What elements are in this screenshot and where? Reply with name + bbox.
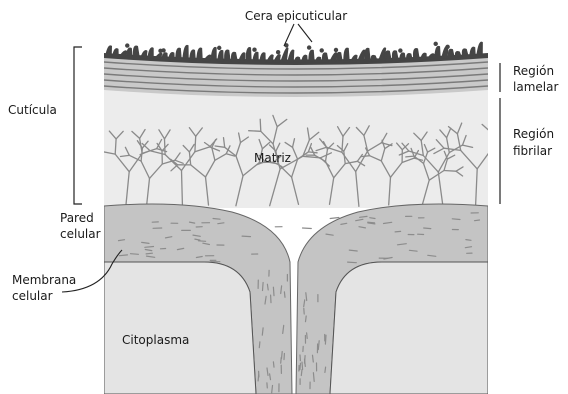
cytoplasm-left — [104, 262, 256, 394]
fibrillar-label-line2: fibrilar — [513, 144, 552, 158]
lamellar-label-line1: Región — [513, 64, 554, 78]
cytoplasm-right — [330, 262, 488, 394]
fibrillar-label-line1: Región — [513, 127, 554, 141]
cytoplasm-label: Citoplasma — [122, 333, 189, 347]
lamellar-label-line2: lamelar — [513, 80, 558, 94]
matrix-label: Matriz — [254, 151, 291, 165]
cuticle-bracket — [74, 47, 82, 204]
wall-label-line2: celular — [60, 227, 101, 241]
wax-label: Cera epicuticular — [245, 9, 347, 23]
matrix-background — [104, 88, 488, 208]
wall-label-line1: Pared — [60, 211, 94, 225]
membrane-label-line2: celular — [12, 289, 53, 303]
membrane-label-line1: Membrana — [12, 273, 76, 287]
epicuticular-wax — [104, 42, 488, 65]
wax-pointer — [284, 24, 312, 46]
cuticle-label: Cutícula — [8, 103, 57, 117]
